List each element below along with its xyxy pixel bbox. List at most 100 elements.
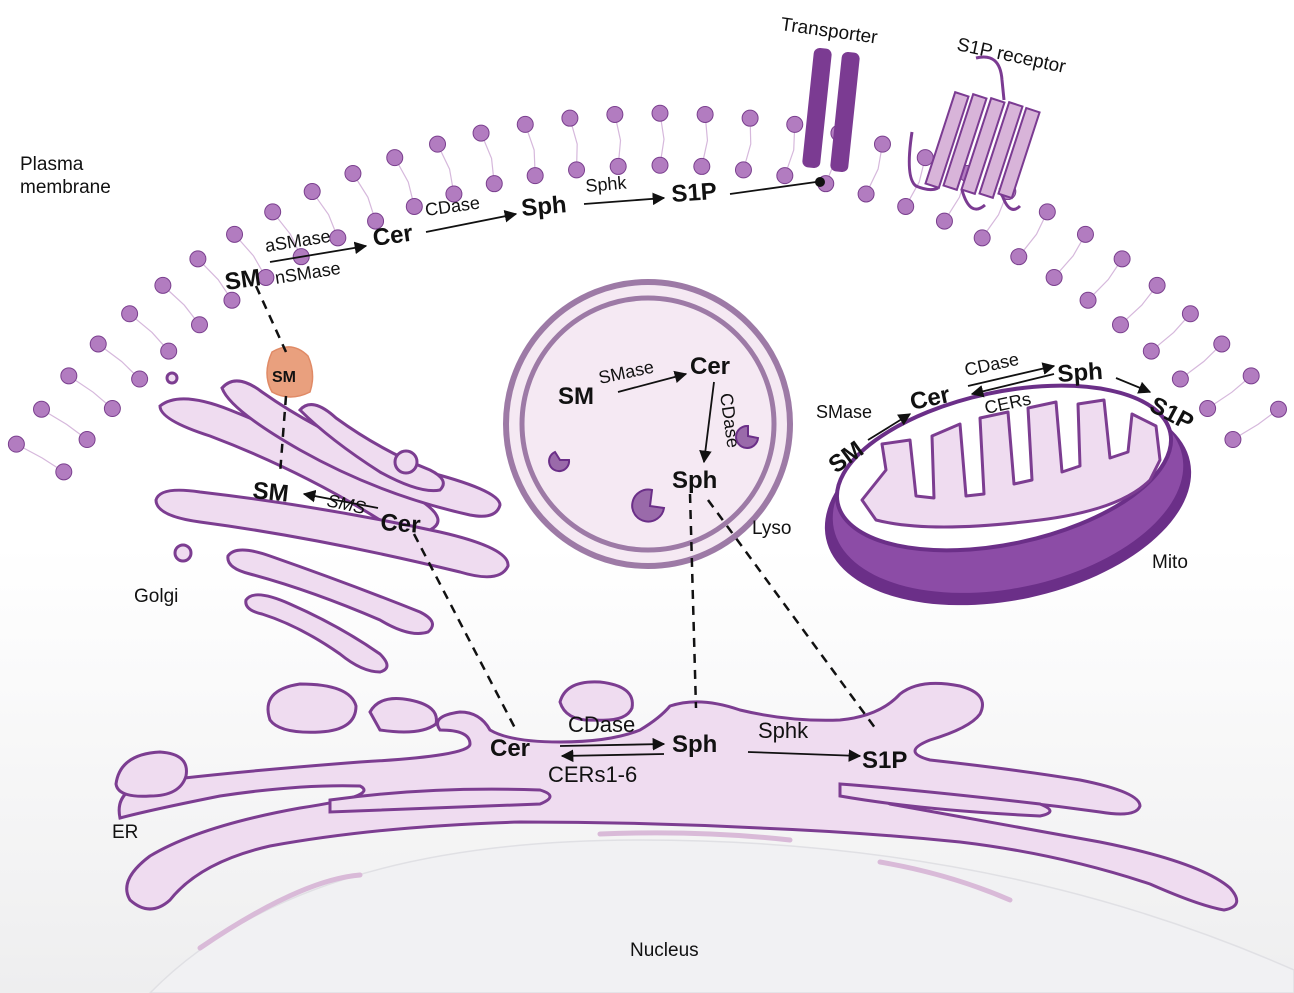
er-sph: Sph xyxy=(672,731,717,758)
er-cer: Cer xyxy=(490,735,530,762)
lipid-head xyxy=(776,167,794,185)
lipid-head xyxy=(405,197,423,215)
lipid-head xyxy=(429,135,447,153)
lipid-head xyxy=(516,115,534,133)
lipid-head xyxy=(226,225,244,243)
lipid-tail xyxy=(569,118,578,170)
lipid-head xyxy=(935,212,953,230)
golgi-cer: Cer xyxy=(380,509,422,539)
trafficking-connectors xyxy=(254,285,880,733)
lipid-head xyxy=(873,135,891,153)
lipid-head xyxy=(257,268,275,286)
lipid-head xyxy=(89,335,107,353)
pm-sph: Sph xyxy=(520,191,568,222)
lipid-head xyxy=(78,431,96,449)
lipid-head xyxy=(651,156,669,174)
nuclear-envelope-fragment xyxy=(877,859,1013,903)
lipid-head xyxy=(1224,431,1242,449)
lyso-sph: Sph xyxy=(672,467,717,494)
lyso-cer: Cer xyxy=(690,353,730,380)
lipid-head xyxy=(329,229,347,247)
er-cdase: CDase xyxy=(568,712,635,737)
plasma-membrane-label-line2: membrane xyxy=(20,177,111,198)
lipid-head xyxy=(651,104,669,122)
lysosome-enzyme-icon xyxy=(631,488,666,523)
mito-smase: SMase xyxy=(816,402,872,422)
golgi-apparatus xyxy=(154,371,510,674)
lipid-head xyxy=(916,149,934,167)
lipid-head xyxy=(303,183,321,201)
mitochondrion xyxy=(824,383,1192,606)
mito-sph: Sph xyxy=(1057,358,1104,388)
lipid-head xyxy=(1076,225,1094,243)
er-cers: CERs1-6 xyxy=(548,762,637,787)
lipid-head xyxy=(103,400,121,418)
lysosome xyxy=(503,279,793,569)
lipid-head xyxy=(1213,335,1231,353)
lipid-tail xyxy=(784,124,796,176)
lipid-head xyxy=(693,157,711,175)
lipid-head xyxy=(223,291,241,309)
nucleus-label: Nucleus xyxy=(630,940,699,961)
lipid-tail xyxy=(742,118,752,171)
er-sphk: Sphk xyxy=(758,718,809,743)
lipid-head xyxy=(344,164,362,182)
lipid-head xyxy=(7,435,25,453)
plasma-membrane-label-line1: Plasma xyxy=(20,154,84,175)
lipid-head xyxy=(1142,342,1160,360)
lipid-head xyxy=(1269,400,1287,418)
endoplasmic-reticulum xyxy=(114,680,1239,912)
pm-cer: Cer xyxy=(371,220,414,252)
lipid-head xyxy=(606,105,624,123)
er-s1p: S1P xyxy=(862,747,907,774)
lipid-head xyxy=(1045,268,1063,286)
lipid-head xyxy=(609,157,627,175)
pm-s1p: S1P xyxy=(671,178,718,208)
lipid-tail xyxy=(659,113,665,166)
mitochondrial-cristae xyxy=(860,398,1162,529)
lipid-head xyxy=(33,400,51,418)
lyso-label: Lyso xyxy=(752,518,791,539)
lipid-head xyxy=(189,250,207,268)
lipid-head xyxy=(367,212,385,230)
er-label: ER xyxy=(112,822,138,843)
lipid-head xyxy=(696,105,714,123)
lipid-head xyxy=(786,115,804,133)
lipid-head xyxy=(1171,370,1189,388)
pm-sm: SM xyxy=(223,264,262,296)
lipid-head xyxy=(154,276,172,294)
lipid-head xyxy=(1010,248,1028,266)
lipid-head xyxy=(55,463,73,481)
lipid-head xyxy=(1199,400,1217,418)
lipid-head xyxy=(1111,316,1129,334)
sm-vesicle xyxy=(266,346,314,398)
golgi-sm: SM xyxy=(251,477,290,508)
lipid-head xyxy=(897,197,915,215)
lipid-head xyxy=(1113,250,1131,268)
lipid-head xyxy=(734,161,752,179)
lipid-head xyxy=(121,305,139,323)
lipid-head xyxy=(1148,276,1166,294)
lipid-head xyxy=(1079,291,1097,309)
golgi-label: Golgi xyxy=(134,586,178,607)
lipid-head xyxy=(526,167,544,185)
lysosome-enzyme-icon xyxy=(735,424,760,449)
reaction-arrows xyxy=(269,181,1152,763)
nuclear-envelope-fragment xyxy=(197,872,363,951)
lipid-tail xyxy=(524,124,536,176)
lipid-head xyxy=(568,161,586,179)
lipid-head xyxy=(131,370,149,388)
lipid-tail xyxy=(701,114,709,167)
lipid-tail xyxy=(614,114,622,167)
lipid-head xyxy=(1242,367,1260,385)
lipid-head xyxy=(1181,305,1199,323)
lipid-head xyxy=(160,342,178,360)
transporter-binding-dot xyxy=(815,177,825,187)
lipid-head xyxy=(191,316,209,334)
lipid-head xyxy=(264,203,282,221)
lipid-tail xyxy=(16,443,65,473)
lipid-head xyxy=(445,185,463,203)
lysosome-enzyme-icon xyxy=(548,450,571,473)
